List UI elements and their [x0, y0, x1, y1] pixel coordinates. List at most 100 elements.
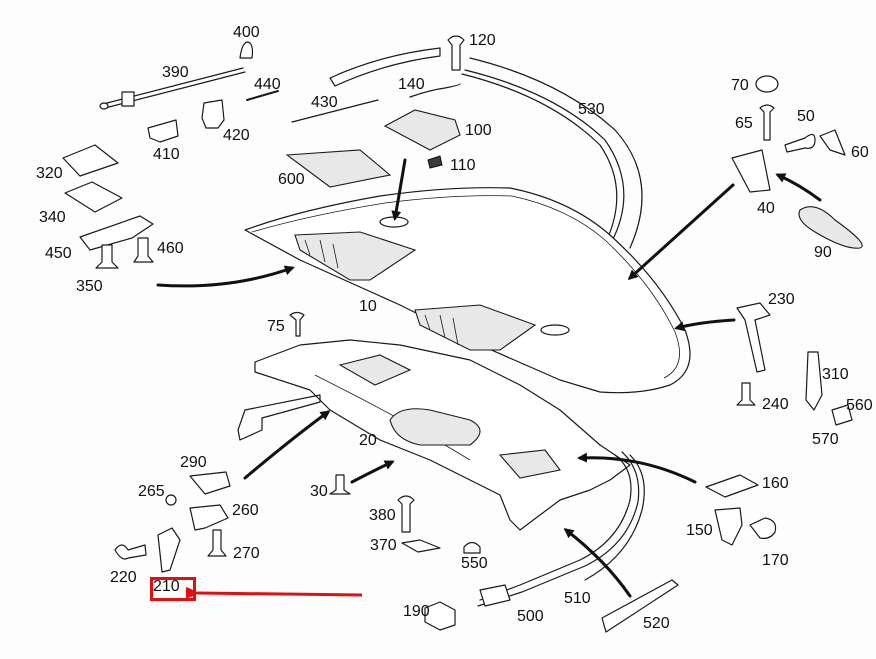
part-120-screw [447, 35, 465, 71]
part-110-nuts [427, 155, 443, 169]
part-520-strip [601, 579, 679, 633]
pointer-arrow-350 [156, 265, 295, 288]
part-label[interactable]: 390 [162, 64, 189, 81]
part-20-frame [237, 339, 631, 531]
part-label[interactable]: 75 [267, 318, 285, 335]
part-550-cap [463, 541, 481, 554]
part-380-screw [397, 495, 415, 533]
part-label[interactable]: 90 [814, 244, 832, 261]
part-label[interactable]: 70 [731, 77, 749, 94]
pointer-arrow-100 [391, 158, 407, 221]
part-350-bolt [95, 244, 119, 269]
highlight-box-210 [150, 577, 196, 601]
part-label[interactable]: 20 [359, 432, 377, 449]
pointer-arrow-40 [627, 183, 735, 281]
part-label[interactable]: 530 [578, 101, 605, 118]
part-label[interactable]: 260 [232, 502, 259, 519]
part-label[interactable]: 310 [822, 366, 849, 383]
part-label[interactable]: 400 [233, 24, 260, 41]
pointer-arrow-160 [577, 452, 697, 484]
part-100-motor [383, 109, 461, 151]
part-450-plate [79, 215, 154, 251]
part-label[interactable]: 500 [517, 608, 544, 625]
part-600-cover [285, 149, 392, 188]
part-75-bolt [289, 311, 305, 337]
part-label[interactable]: 110 [450, 157, 476, 174]
part-label[interactable]: 430 [311, 94, 338, 111]
part-label[interactable]: 380 [369, 507, 396, 524]
highlight-arrow [185, 586, 363, 599]
part-label[interactable]: 160 [762, 475, 789, 492]
part-400-clip [239, 41, 254, 59]
part-label[interactable]: 40 [757, 200, 775, 217]
part-40-latch [731, 149, 771, 193]
part-label[interactable]: 570 [812, 431, 839, 448]
part-140-spring [409, 83, 461, 98]
pointer-arrow-30 [350, 460, 395, 484]
part-260-hinge [189, 504, 229, 531]
part-label[interactable]: 440 [254, 76, 281, 93]
part-label[interactable]: 60 [851, 144, 869, 161]
part-label[interactable]: 120 [469, 32, 496, 49]
part-90-band [798, 206, 863, 249]
part-70-cap [755, 75, 779, 93]
part-label[interactable]: 370 [370, 537, 397, 554]
part-420-clip [201, 99, 225, 129]
part-210-clip [157, 527, 181, 573]
part-label[interactable]: 410 [153, 146, 180, 163]
part-label[interactable]: 600 [278, 171, 305, 188]
part-label[interactable]: 420 [223, 127, 250, 144]
part-230-bracket [736, 302, 771, 373]
part-label[interactable]: 550 [461, 555, 488, 572]
part-label[interactable]: 265 [138, 483, 165, 500]
part-290-plate [189, 471, 231, 495]
pointer-arrow-520 [563, 528, 632, 598]
part-label[interactable]: 520 [643, 615, 670, 632]
part-310-cover [805, 351, 823, 411]
part-220-bolt [114, 544, 147, 560]
part-label[interactable]: 10 [359, 298, 377, 315]
part-label[interactable]: 510 [564, 590, 591, 607]
part-270-bolt [207, 529, 227, 557]
part-label[interactable]: 320 [36, 165, 63, 182]
part-label[interactable]: 560 [846, 397, 873, 414]
part-label[interactable]: 450 [45, 245, 72, 262]
part-190-block [424, 601, 456, 631]
part-340-cover [64, 181, 123, 213]
part-label[interactable]: 50 [797, 108, 815, 125]
part-label[interactable]: 270 [233, 545, 260, 562]
part-60-clip [819, 129, 846, 156]
part-label[interactable]: 220 [110, 569, 137, 586]
part-410-bracket [147, 119, 179, 143]
part-label[interactable]: 65 [735, 115, 753, 132]
part-440-pin [246, 90, 279, 101]
part-320-pad [62, 144, 119, 177]
part-label[interactable]: 350 [76, 278, 103, 295]
part-65-screw [759, 104, 775, 141]
part-50-bolt [784, 133, 816, 153]
part-150-latch [714, 507, 743, 546]
part-label[interactable]: 100 [465, 122, 492, 139]
part-label[interactable]: 190 [403, 603, 430, 620]
pointer-arrow-290 [243, 410, 331, 480]
part-label[interactable]: 230 [768, 291, 795, 308]
pointer-arrow-90 [775, 173, 822, 202]
part-560-570-clips [831, 404, 853, 426]
part-390-cable [99, 67, 246, 110]
part-30-pin [329, 474, 351, 495]
part-label[interactable]: 290 [180, 454, 207, 471]
pointer-arrow-230 [674, 318, 736, 332]
part-label[interactable]: 150 [686, 522, 713, 539]
part-label-highlighted[interactable]: 210 [153, 578, 180, 595]
part-label[interactable]: 340 [39, 209, 66, 226]
part-430-rod [291, 99, 379, 123]
part-label[interactable]: 240 [762, 396, 789, 413]
part-460-bolt [133, 237, 154, 263]
part-label[interactable]: 140 [398, 76, 425, 93]
part-240-bolt [736, 382, 756, 406]
part-label[interactable]: 170 [762, 552, 789, 569]
part-label[interactable]: 30 [310, 483, 328, 500]
part-label[interactable]: 460 [157, 240, 184, 257]
